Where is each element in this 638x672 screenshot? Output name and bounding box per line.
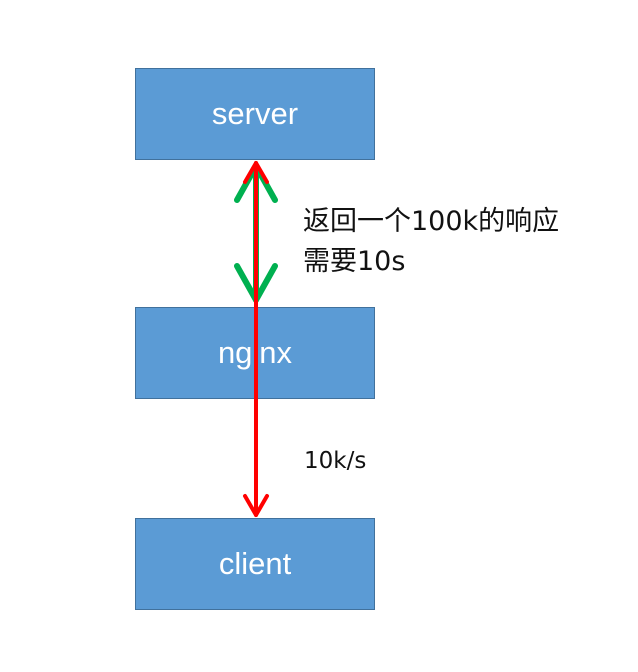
response-annotation-line1: 返回一个100k的响应 xyxy=(303,206,560,237)
nginx-box: nginx xyxy=(135,307,375,399)
client-label: client xyxy=(218,546,292,581)
client-box: client xyxy=(135,518,375,610)
rate-annotation: 10k/s xyxy=(304,448,367,474)
response-annotation: 返回一个100k的响应 需要10s xyxy=(303,202,559,282)
server-box: server xyxy=(135,68,375,160)
green-double-arrow xyxy=(234,163,278,303)
response-annotation-line2: 需要10s xyxy=(303,246,406,277)
nginx-label: nginx xyxy=(217,335,293,370)
server-label: server xyxy=(211,96,299,131)
